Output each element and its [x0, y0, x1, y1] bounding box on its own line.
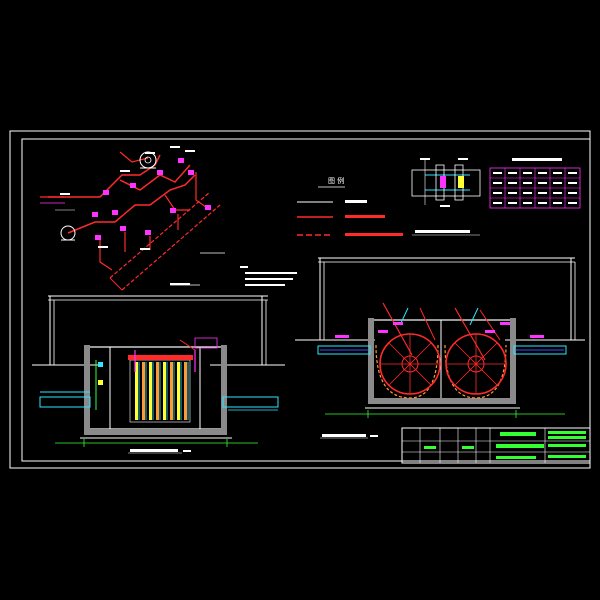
wheel-labels	[335, 322, 544, 338]
table-cell	[493, 172, 502, 174]
filter-plate	[156, 362, 159, 420]
table-cell	[493, 192, 502, 194]
table-cell	[508, 202, 517, 204]
table-cell	[538, 202, 547, 204]
spec-table	[489, 158, 581, 209]
filter-plate	[149, 362, 152, 420]
pump-icon-2	[60, 225, 76, 241]
filter-plate	[142, 362, 145, 420]
table-cell	[493, 202, 502, 204]
filter-plate	[170, 362, 173, 420]
table-cell	[568, 202, 577, 204]
section-right	[295, 257, 585, 439]
legend-title: 图 例	[328, 176, 344, 185]
notes	[170, 266, 297, 286]
filter-plate	[184, 362, 187, 420]
section-left	[32, 295, 285, 454]
table-cell	[508, 172, 517, 174]
wheel-icon-2	[445, 333, 507, 395]
table-cell	[553, 202, 562, 204]
filter-plate	[177, 362, 180, 420]
table-cell	[523, 202, 532, 204]
table-cell	[568, 192, 577, 194]
filter-plate	[163, 362, 166, 420]
table-cell	[508, 192, 517, 194]
inner-frame	[21, 138, 591, 462]
table-cell	[508, 182, 517, 184]
filter-plate	[135, 362, 138, 420]
dimension-marks	[60, 146, 195, 250]
table-cell	[553, 192, 562, 194]
isometric-pipe-diagram	[40, 151, 225, 291]
title-block	[401, 427, 591, 464]
table-cell	[538, 172, 547, 174]
wheel-icon	[379, 333, 441, 395]
table-cell	[538, 192, 547, 194]
pipe-joint-detail	[411, 158, 481, 236]
table-cell	[523, 182, 532, 184]
table-cell	[568, 182, 577, 184]
valve-icons	[92, 158, 211, 240]
table-cell	[553, 172, 562, 174]
table-cell	[568, 172, 577, 174]
legend: 图 例	[297, 176, 403, 236]
table-cell	[523, 172, 532, 174]
table-cell	[493, 182, 502, 184]
table-cell	[523, 192, 532, 194]
table-cell	[553, 182, 562, 184]
outer-frame	[9, 130, 591, 469]
table-cell	[538, 182, 547, 184]
